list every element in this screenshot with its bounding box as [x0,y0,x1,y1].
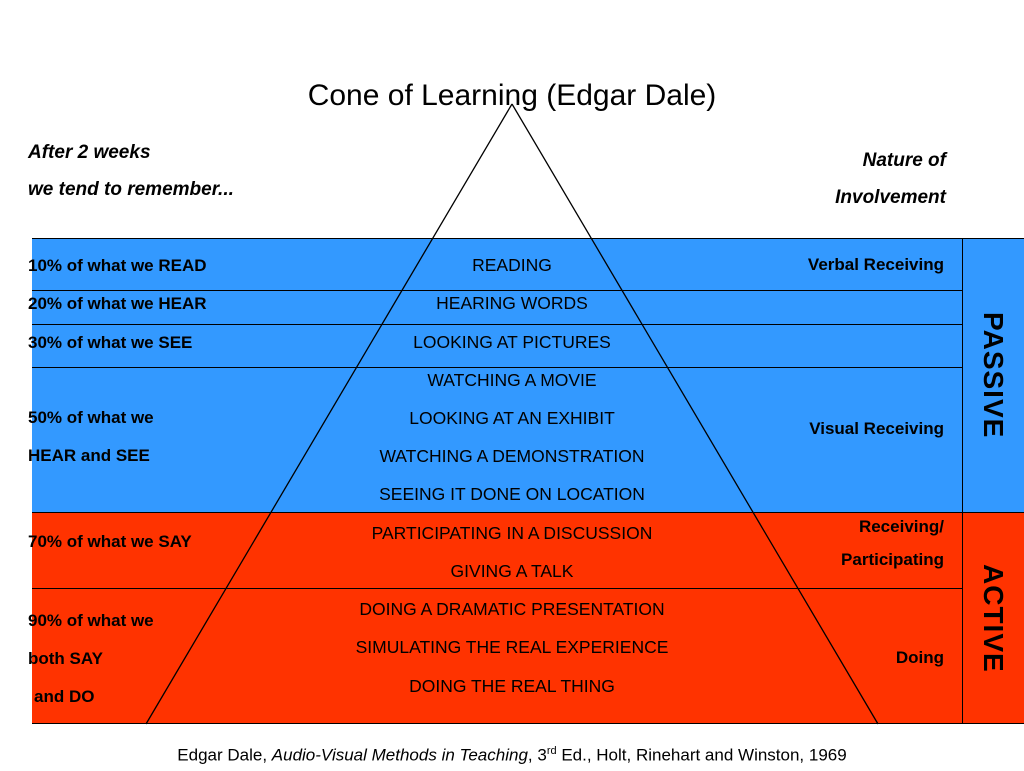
activity-seeing-on-location: SEEING IT DONE ON LOCATION [379,484,645,504]
passive-text: PASSIVE [978,312,1009,439]
involvement-header-line2: Involvement [835,187,946,208]
retention-see: 30% of what we SEE [28,333,193,352]
activity-looking-at-pictures: LOOKING AT PICTURES [413,332,611,352]
retention-say-do-line2: both SAY [28,649,103,668]
passive-label: PASSIVE [962,238,1024,513]
retention-hear: 20% of what we HEAR [28,294,207,313]
retention-hear-see-line2: HEAR and SEE [28,446,150,465]
citation-author: Edgar Dale, [177,745,272,765]
activity-hearing-words: HEARING WORDS [436,293,588,313]
retention-say-do-line1: 90% of what we [28,611,154,630]
citation-edition-pre: , 3 [527,745,547,765]
activity-reading: READING [472,255,552,275]
involvement-header-line1: Nature of [862,150,946,171]
involvement-receiving-line1: Receiving/ [858,517,944,536]
retention-header: After 2 weeks we tend to remember... [28,134,234,208]
activity-participating-discussion: PARTICIPATING IN A DISCUSSION [371,523,653,543]
active-column [962,512,1024,724]
activity-watching-movie: WATCHING A MOVIE [427,370,597,390]
retention-say: 70% of what we SAY [28,532,192,551]
activity-watching-demonstration: WATCHING A DEMONSTRATION [379,446,645,466]
retention-read: 10% of what we READ [28,256,207,275]
active-text: ACTIVE [978,563,1009,673]
citation-edition-post: Ed., Holt, Rinehart and Winston, 1969 [556,745,847,765]
page-title: Cone of Learning (Edgar Dale) [307,79,717,112]
retention-hear-see-line1: 50% of what we [28,408,154,427]
active-label: ACTIVE [962,512,1024,724]
involvement-doing: Doing [895,648,944,667]
involvement-verbal: Verbal Receiving [807,255,944,274]
activity-looking-at-exhibit: LOOKING AT AN EXHIBIT [409,408,615,428]
citation-work: Audio-Visual Methods in Teaching [271,745,528,765]
involvement-header: Nature of Involvement [835,142,946,216]
activity-giving-talk: GIVING A TALK [450,561,574,581]
retention-say-do-line3: and DO [34,687,95,706]
involvement-receiving-line2: Participating [841,550,944,569]
retention-header-line1: After 2 weeks [28,142,151,163]
activity-simulating-experience: SIMULATING THE REAL EXPERIENCE [355,637,669,657]
citation-edition-sup: rd [546,745,557,757]
activity-dramatic-presentation: DOING A DRAMATIC PRESENTATION [359,599,665,619]
passive-column [962,238,1024,513]
citation: Edgar Dale, Audio-Visual Methods in Teac… [0,736,1024,771]
retention-header-line2: we tend to remember... [28,179,234,200]
involvement-visual: Visual Receiving [809,419,944,438]
activity-doing-real-thing: DOING THE REAL THING [409,676,615,696]
